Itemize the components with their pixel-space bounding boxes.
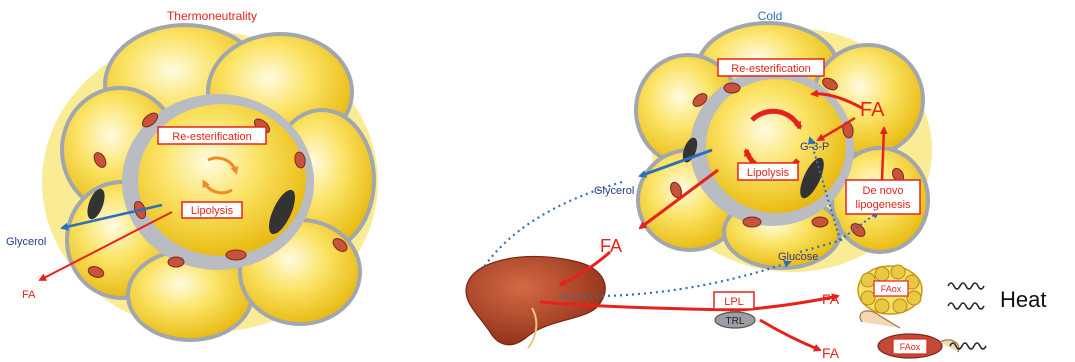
de-novo-label-line2: lipogenesis (855, 199, 911, 211)
heat-label: Heat (1000, 287, 1046, 312)
left-re-esterification-label: Re-esterification (172, 131, 251, 143)
cold-fa-liver-label: FA (600, 236, 622, 256)
thermoneutrality-cell-cluster (42, 25, 378, 340)
cold-fa-top-label: FA (860, 99, 885, 121)
cold-glycerol-label: Glycerol (594, 185, 634, 197)
fa-bat-label: FA (822, 291, 840, 307)
heat-waves (948, 283, 986, 349)
cold-re-esterification-label: Re-esterification (731, 63, 810, 75)
g3p-label: G-3-P (800, 141, 829, 153)
glucose-label: Glucose (778, 251, 818, 263)
thermoneutrality-title: Thermoneutrality (167, 9, 257, 23)
trl-label: TRL (726, 316, 745, 327)
faox-bat-label: FAox (881, 284, 902, 294)
fa-muscle-label: FA (822, 345, 840, 361)
lpl-label: LPL (724, 296, 744, 308)
cold-title: Cold (758, 9, 783, 23)
de-novo-label-line1: De novo (863, 185, 904, 197)
left-fa-label: FA (22, 289, 36, 301)
lpl-to-muscle-arrow (760, 320, 820, 350)
cold-lipolysis-label: Lipolysis (747, 167, 790, 179)
left-glycerol-label: Glycerol (6, 236, 46, 248)
faox-muscle-label: FAox (900, 342, 921, 352)
left-lipolysis-label: Lipolysis (191, 205, 234, 217)
